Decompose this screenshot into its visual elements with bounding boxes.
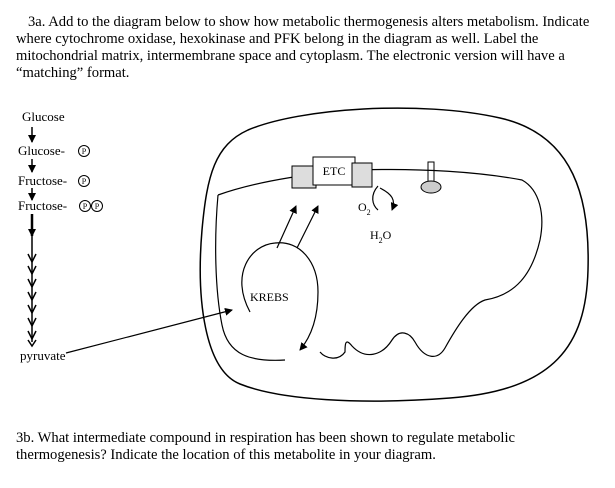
svg-text:P: P (82, 147, 87, 156)
phosphate-circle-fructose: P (78, 175, 90, 187)
o2-curve-in (372, 185, 379, 211)
krebs-cycle-loop (241, 242, 319, 351)
atp-synthase (420, 161, 442, 194)
glycolysis-arrow-chain (27, 236, 37, 348)
arrow-krebs-to-etc-1 (276, 205, 297, 249)
question-3a: 3a. Add to the diagram below to show how… (16, 14, 590, 81)
krebs-label: KREBS (250, 290, 289, 304)
svg-text:P: P (95, 202, 100, 211)
glucose-p-label: Glucose- (18, 143, 65, 158)
h2o-label: H2O (370, 228, 392, 245)
etc-label: ETC (323, 164, 346, 178)
inner-membrane-left (215, 194, 286, 361)
question-3b: 3b. What intermediate compound in respir… (16, 430, 516, 463)
svg-text:P: P (83, 202, 88, 211)
arrow-krebs-to-etc-2 (296, 205, 319, 249)
glucose-label: Glucose (22, 109, 65, 124)
outer-membrane (199, 107, 589, 402)
fructose-p-label: Fructose- (18, 173, 67, 188)
o2-label: O2 (358, 200, 371, 217)
svg-text:P: P (82, 177, 87, 186)
phosphate-circle-fructose-2: P (91, 200, 103, 212)
etc-complex (291, 156, 373, 189)
phosphate-circle-glucose: P (78, 145, 90, 157)
pyruvate-label: pyruvate (20, 348, 66, 363)
water-curve-out (379, 187, 399, 211)
phosphate-circle-fructose-1: P (79, 200, 91, 212)
inner-membrane-cristae (217, 168, 543, 359)
fructose-pp-label: Fructose- (18, 198, 67, 213)
